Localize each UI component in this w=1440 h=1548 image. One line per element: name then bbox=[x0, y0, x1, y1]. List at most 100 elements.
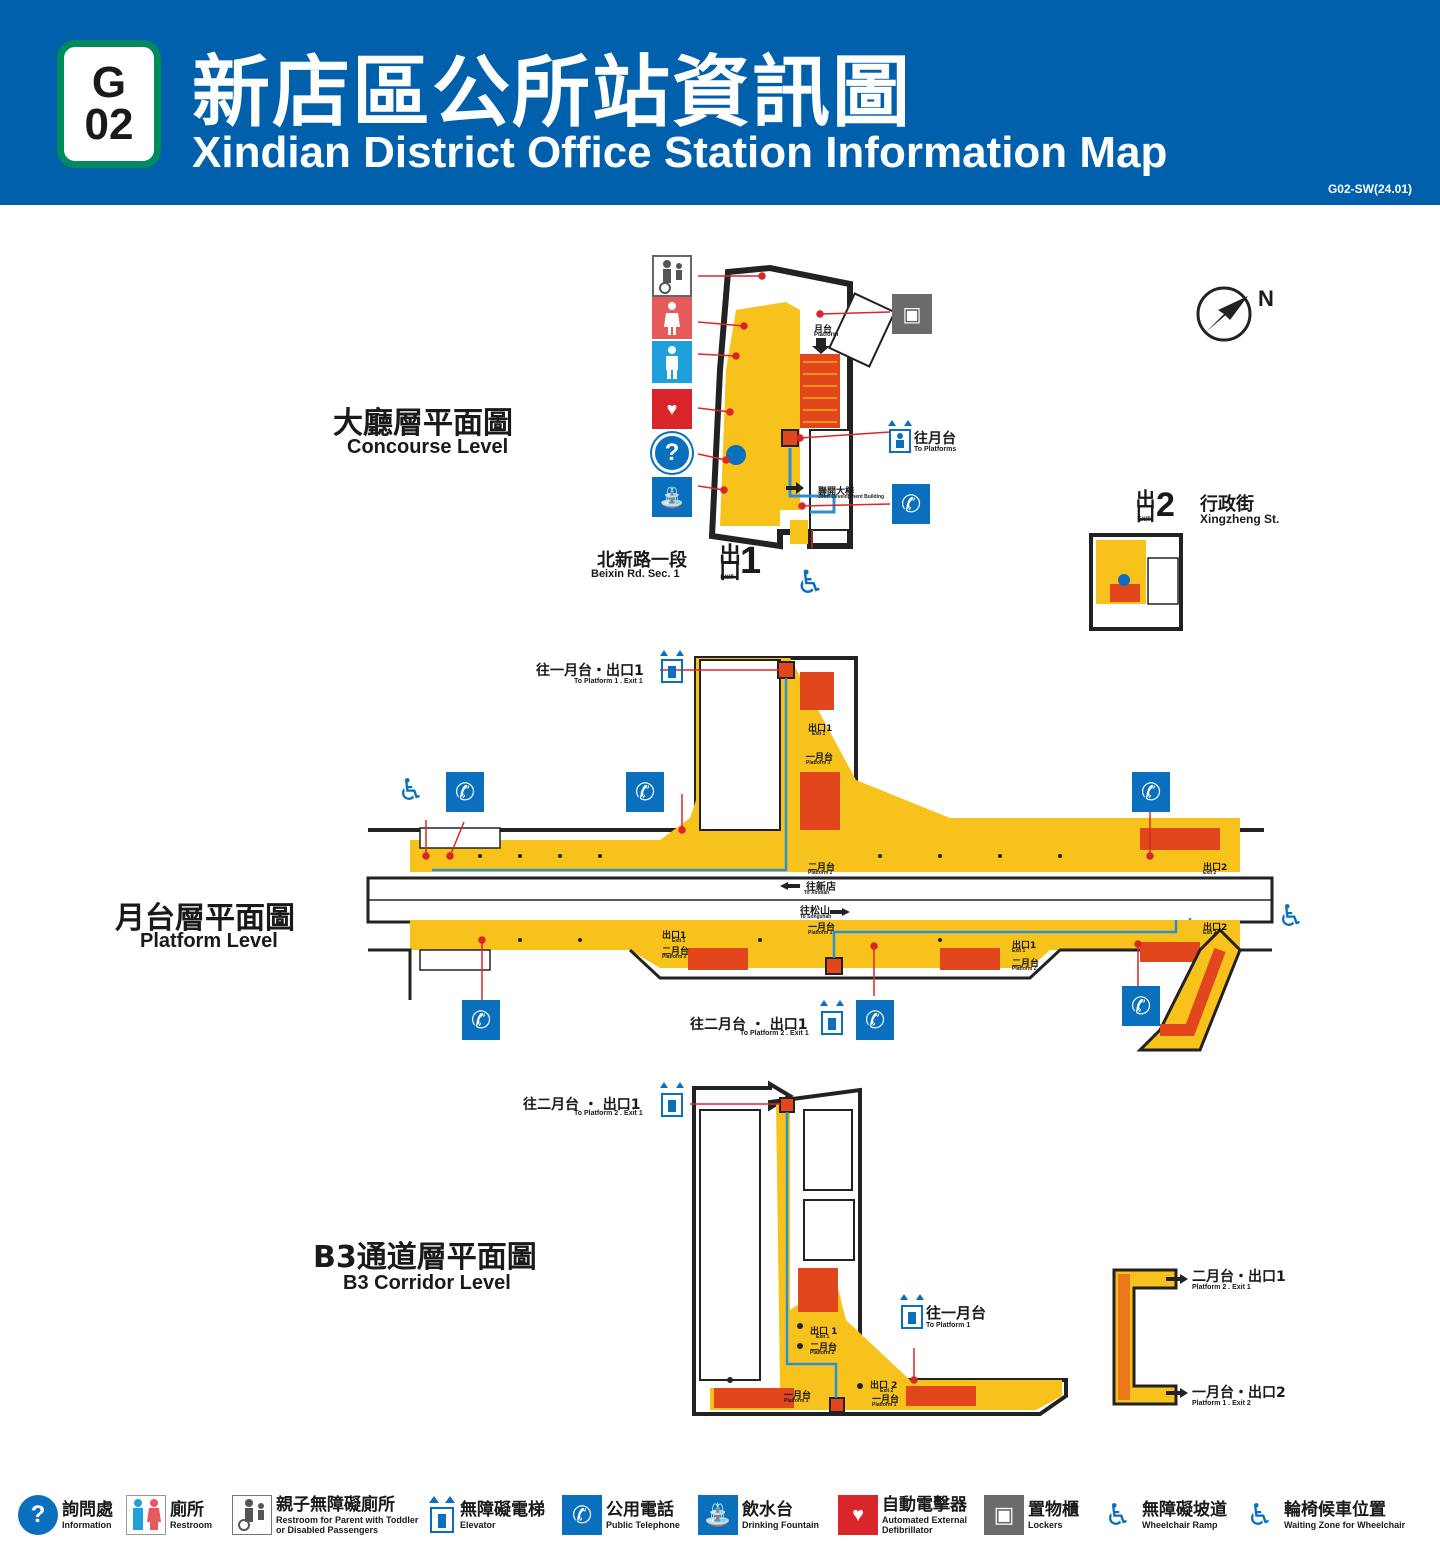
wheelchair-ramp-icon: ♿ bbox=[1104, 1498, 1132, 1532]
p2-upper-zh: 二月台 bbox=[808, 863, 836, 873]
exit2-road-zh: 行政街 bbox=[1200, 494, 1254, 515]
telephone-icon: ✆ bbox=[1122, 986, 1160, 1026]
legend-label-en: Information bbox=[62, 1520, 112, 1530]
elevator-icon bbox=[900, 1294, 924, 1330]
exit2-lower-zh: 出口2 bbox=[1203, 923, 1228, 933]
elevator-icon bbox=[660, 1082, 684, 1118]
exit2-upper-en: Exit 2 bbox=[1203, 870, 1217, 876]
b3-p1-en: Platform 1 bbox=[784, 1398, 809, 1404]
b3-p2-en: Platform 2 bbox=[810, 1350, 835, 1356]
platform-floorplan bbox=[366, 656, 1274, 1052]
telephone-icon: ✆ bbox=[446, 772, 484, 812]
locker-icon: ▣ bbox=[984, 1495, 1024, 1535]
elevator-icon bbox=[660, 650, 684, 684]
legend-label-en: Wheelchair Ramp bbox=[1142, 1520, 1218, 1530]
wheelchair-ramp-icon: ♿ bbox=[795, 564, 825, 600]
exit2-sign: 出口 EXIT 2 bbox=[1132, 486, 1175, 525]
p1-lower-zh: 一月台 bbox=[808, 923, 836, 933]
telephone-icon: ✆ bbox=[1132, 772, 1170, 812]
page-title-en: Xindian District Office Station Informat… bbox=[192, 128, 1168, 177]
b3-p2-zh: 二月台 bbox=[810, 1343, 838, 1353]
concourse-title-en: Concourse Level bbox=[347, 436, 509, 458]
b3-to-p1-zh: 往一月台 bbox=[926, 1304, 987, 1322]
elevator-icon bbox=[888, 420, 912, 454]
page-title-zh: 新店區公所站資訊圖 bbox=[192, 48, 913, 138]
b3-title-en: B3 Corridor Level bbox=[343, 1272, 511, 1294]
exit2-road-en: Xingzheng St. bbox=[1200, 512, 1280, 526]
legend-label-zh: 輪椅候車位置 bbox=[1284, 1500, 1386, 1520]
station-number: 02 bbox=[84, 100, 134, 149]
legend-label-zh: 自動電擊器 bbox=[882, 1495, 967, 1515]
legend-label-zh: 廁所 bbox=[170, 1500, 204, 1520]
b3-elevator-label-zh: 往二月台 ・ 出口1 bbox=[523, 1097, 641, 1113]
information-icon: ? bbox=[652, 433, 692, 473]
to-songshan-zh: 往松山 bbox=[800, 906, 830, 917]
elevator-top-label-en: To Platform 1 . Exit 1 bbox=[574, 678, 643, 685]
legend-label-en: Automated External Defibrillator bbox=[882, 1515, 968, 1535]
legend-label-zh: 親子無障礙廁所 bbox=[276, 1495, 395, 1515]
north-arrow-icon bbox=[1196, 286, 1252, 342]
telephone-icon: ✆ bbox=[892, 484, 930, 524]
p2-upper-en: Platform 2 bbox=[808, 870, 833, 876]
exit1-upper-en: Exit 1 bbox=[812, 731, 826, 737]
exit1-lower-right-en: Exit 1 bbox=[1012, 948, 1026, 954]
b3-exit2-zh: 出口 2 bbox=[870, 1381, 898, 1391]
legend-label-en: Public Telephone bbox=[606, 1520, 680, 1530]
b3-exit2-en: Exit 2 bbox=[880, 1388, 894, 1394]
female-restroom-icon bbox=[652, 297, 692, 339]
wheelchair-waiting-icon: ♿ bbox=[397, 773, 425, 807]
exit1-lower-left-en: Exit 1 bbox=[672, 938, 686, 944]
building-label-zh: 聯開大樓 bbox=[818, 487, 855, 497]
drinking-fountain-icon: ⛲ bbox=[698, 1495, 738, 1535]
male-restroom-icon bbox=[652, 341, 692, 383]
legend-label-en: Restroom for Parent with Toddler or Disa… bbox=[276, 1515, 419, 1535]
concourse-title-zh: 大廳層平面圖 bbox=[333, 406, 513, 441]
family-restroom-icon bbox=[652, 255, 692, 297]
exit1-lower-left-zh: 出口1 bbox=[662, 931, 687, 941]
legend-label-zh: 置物櫃 bbox=[1028, 1500, 1079, 1520]
concourse-floorplan bbox=[697, 264, 896, 550]
legend-label-en: Restroom bbox=[170, 1520, 213, 1530]
to-xindian-zh: 往新店 bbox=[806, 882, 836, 893]
exit1-road-zh: 北新路一段 bbox=[597, 550, 687, 571]
concourse-platform-label-zh: 月台 bbox=[814, 325, 833, 335]
exit1-lower-right-zh: 出口1 bbox=[1012, 941, 1037, 951]
p2-lower-left-zh: 二月台 bbox=[662, 947, 690, 957]
exit1-road-en: Beixin Rd. Sec. 1 bbox=[591, 568, 680, 580]
to-songshan-en: To Songshan bbox=[800, 914, 832, 920]
b3-elevator-label-en: To Platform 2 . Exit 1 bbox=[574, 1110, 643, 1117]
b3-exit1-en: Exit 1 bbox=[816, 1334, 830, 1340]
legend-label-zh: 公用電話 bbox=[606, 1500, 674, 1520]
b3-title-zh: B3通道層平面圖 bbox=[313, 1240, 537, 1275]
exit2-floorplan bbox=[1089, 533, 1183, 631]
exit2-lower-en: Exit 2 bbox=[1203, 930, 1217, 936]
exit1-sign-zh: 出口 bbox=[715, 542, 740, 575]
legend-label-zh: 無障礙坡道 bbox=[1142, 1500, 1227, 1520]
telephone-icon: ✆ bbox=[626, 772, 664, 812]
north-label: N bbox=[1258, 286, 1274, 311]
legend-label-en: Elevator bbox=[460, 1520, 496, 1530]
legend-label-en: Lockers bbox=[1028, 1520, 1063, 1530]
elevator-bottom-label-en: To Platform 2 . Exit 1 bbox=[740, 1030, 809, 1037]
family-restroom-icon bbox=[232, 1495, 272, 1535]
exit1-number: 1 bbox=[740, 540, 762, 582]
exit1-sign: 出口 EXIT 1 bbox=[715, 540, 762, 583]
building-label-en: Joint Development Building bbox=[818, 494, 885, 500]
elevator-icon bbox=[428, 1495, 456, 1535]
elevator-icon bbox=[820, 1000, 844, 1036]
p1-lower-en: Platform 1 bbox=[808, 930, 833, 936]
header-banner: G 02 新店區公所站資訊圖 Xindian District Office S… bbox=[0, 0, 1440, 205]
p1-upper-zh: 一月台 bbox=[806, 753, 834, 763]
legend-label-en: Drinking Fountain bbox=[742, 1520, 819, 1530]
drinking-fountain-icon: ⛲ bbox=[652, 477, 692, 517]
exit2-number: 2 bbox=[1156, 486, 1175, 524]
